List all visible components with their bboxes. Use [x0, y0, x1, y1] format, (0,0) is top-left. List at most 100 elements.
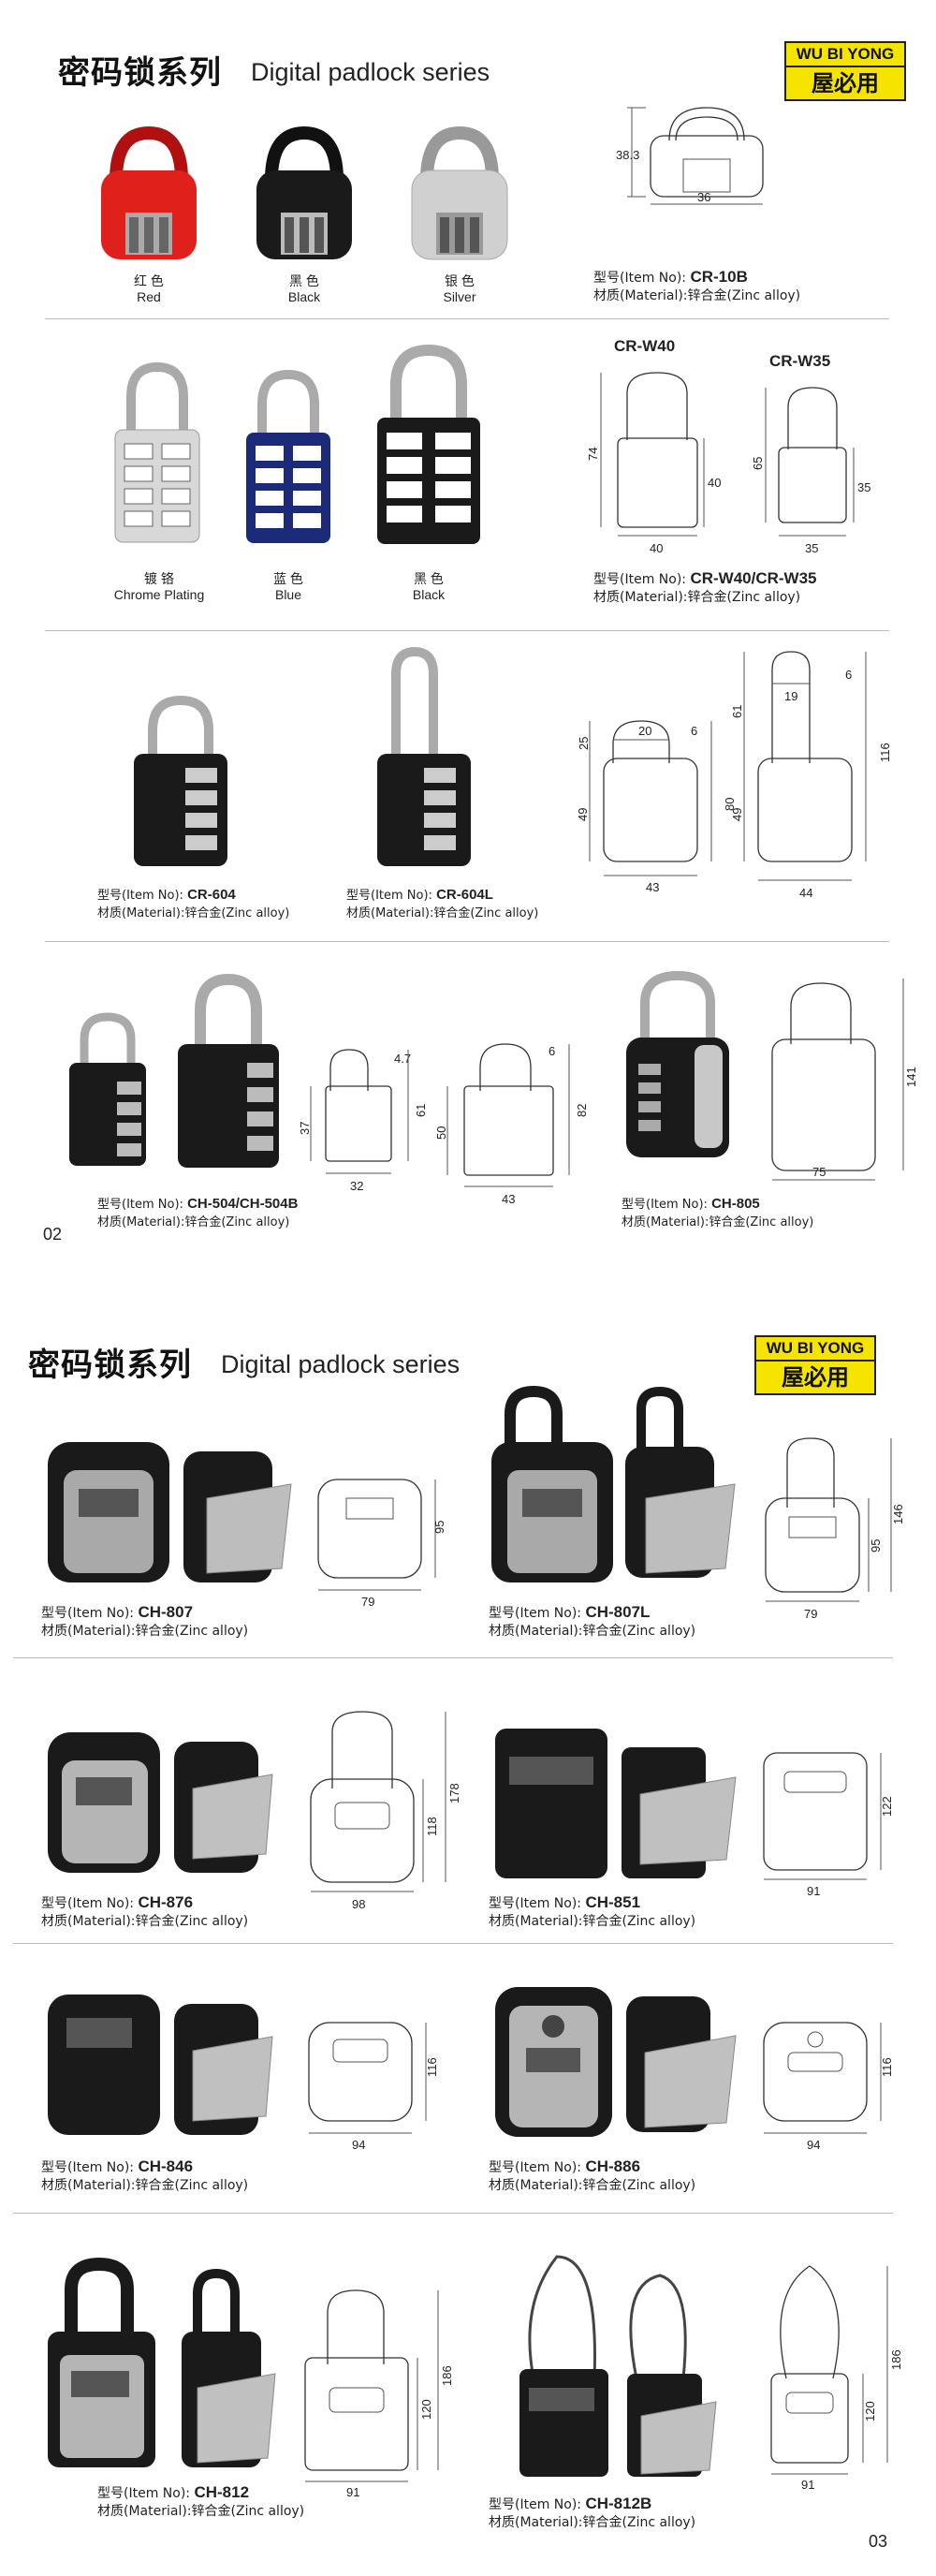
ch846-dimension-drawing: 116 94 — [308, 2022, 439, 2152]
cr10b-info: 型号(Item No): CR-10B 材质(Material):锌合金(Zin… — [593, 268, 801, 303]
section-divider — [45, 941, 889, 942]
svg-text:98: 98 — [352, 1897, 365, 1911]
svg-text:20: 20 — [638, 724, 651, 738]
ch504b-padlock-image — [178, 973, 279, 1168]
svg-text:50: 50 — [434, 1126, 448, 1140]
svg-text:116: 116 — [878, 743, 892, 762]
svg-text:32: 32 — [350, 1179, 363, 1193]
ch851-info: 型号(Item No): CH-851 材质(Material):锌合金(Zin… — [489, 1893, 696, 1929]
ch851-dimension-drawing: 122 91 — [763, 1752, 894, 1898]
svg-text:116: 116 — [425, 2057, 439, 2077]
svg-text:38.3: 38.3 — [616, 148, 639, 162]
crw-dimension-drawing: 74 40 40 65 35 35 — [586, 372, 870, 555]
svg-text:80: 80 — [723, 798, 737, 811]
crw-info: 型号(Item No): CR-W40/CR-W35 材质(Material):… — [593, 569, 817, 605]
svg-text:6: 6 — [691, 724, 697, 738]
section-divider — [45, 318, 889, 319]
ch846-keybox-image — [48, 1995, 273, 2135]
svg-text:49: 49 — [730, 808, 744, 821]
svg-text:4.7: 4.7 — [394, 1052, 411, 1066]
ch876-info: 型号(Item No): CH-876 材质(Material):锌合金(Zin… — [41, 1893, 249, 1929]
ch812b-dimension-drawing: 120 186 91 — [770, 2265, 903, 2492]
brand-logo: WU BI YONG 屋必用 — [784, 41, 906, 101]
svg-text:91: 91 — [801, 2478, 814, 2492]
ch812b-info: 型号(Item No): CH-812B 材质(Material):锌合金(Zi… — [489, 2495, 696, 2530]
ch812b-keybox-image — [519, 2255, 717, 2477]
ch807-info: 型号(Item No): CH-807 材质(Material):锌合金(Zin… — [41, 1603, 249, 1639]
ch812-keybox-image — [48, 2257, 276, 2467]
page2-title-cn: 密码锁系列 — [28, 1347, 192, 1384]
ch886-info: 型号(Item No): CH-886 材质(Material):锌合金(Zin… — [489, 2157, 696, 2193]
cr604-info: 型号(Item No): CR-604 材质(Material):锌合金(Zin… — [97, 887, 290, 920]
ch876-keybox-image — [48, 1732, 273, 1873]
chrome-digit-padlock-image — [114, 361, 200, 543]
cr604l-info: 型号(Item No): CR-604L 材质(Material):锌合金(Zi… — [346, 887, 539, 920]
svg-text:6: 6 — [845, 668, 852, 682]
svg-text:49: 49 — [576, 808, 590, 821]
brand-logo-2: WU BI YONG 屋必用 — [754, 1335, 876, 1395]
svg-text:61: 61 — [730, 705, 744, 718]
svg-text:65: 65 — [751, 457, 765, 470]
svg-text:186: 186 — [440, 2365, 454, 2386]
svg-text:35: 35 — [805, 541, 818, 555]
svg-text:40: 40 — [650, 541, 663, 555]
cr604l-padlock-image — [377, 646, 471, 866]
ch504-dimension-drawing: 4.7 37 61 32 6 50 82 43 — [298, 1043, 589, 1206]
svg-text:37: 37 — [298, 1122, 312, 1135]
ch807l-keybox-image — [491, 1385, 736, 1582]
model-label-crw35: CR-W35 — [769, 352, 831, 370]
ch851-keybox-image — [495, 1729, 737, 1878]
svg-text:75: 75 — [812, 1165, 826, 1179]
model-label-crw40: CR-W40 — [614, 337, 676, 355]
svg-text:120: 120 — [863, 2401, 877, 2421]
ch846-info: 型号(Item No): CH-846 材质(Material):锌合金(Zin… — [41, 2157, 249, 2193]
svg-text:35: 35 — [857, 480, 870, 494]
svg-text:120: 120 — [419, 2399, 433, 2420]
ch807-dimension-drawing: 95 79 — [317, 1479, 446, 1609]
svg-text:79: 79 — [361, 1595, 374, 1609]
svg-text:146: 146 — [891, 1504, 905, 1524]
ch807-keybox-image — [48, 1442, 292, 1582]
svg-text:44: 44 — [799, 886, 812, 900]
section-divider — [13, 1657, 893, 1658]
ch886-keybox-image — [495, 1987, 737, 2137]
ch812-info: 型号(Item No): CH-812 材质(Material):锌合金(Zin… — [97, 2483, 305, 2519]
page-number-1: 02 — [43, 1225, 63, 1244]
svg-text:95: 95 — [432, 1521, 446, 1534]
svg-text:122: 122 — [880, 1796, 894, 1817]
svg-text:36: 36 — [697, 190, 710, 204]
svg-text:116: 116 — [880, 2057, 894, 2077]
page1-title-en: Digital padlock series — [251, 58, 490, 86]
ch876-dimension-drawing: 118 178 98 — [310, 1711, 461, 1911]
blue-digit-padlock-image — [246, 369, 330, 543]
page2-title-en: Digital padlock series — [221, 1350, 461, 1378]
svg-text:74: 74 — [586, 448, 600, 461]
ch504-info: 型号(Item No): CH-504/CH-504B 材质(Material)… — [97, 1196, 299, 1229]
silver-padlock-image — [411, 125, 508, 260]
ch805-info: 型号(Item No): CH-805 材质(Material):锌合金(Zin… — [622, 1196, 814, 1229]
svg-text:95: 95 — [869, 1539, 883, 1553]
svg-text:79: 79 — [804, 1607, 817, 1621]
svg-text:141: 141 — [904, 1067, 918, 1087]
svg-text:61: 61 — [414, 1104, 428, 1117]
svg-text:6: 6 — [548, 1044, 555, 1058]
ch805-dimension-drawing: 141 75 — [771, 979, 918, 1181]
cr10b-dimension-drawing: 38.3 36 — [616, 107, 764, 205]
section-divider — [13, 2213, 893, 2214]
svg-text:43: 43 — [502, 1192, 515, 1206]
black-digit-padlock-image — [377, 344, 480, 544]
red-padlock-image — [101, 125, 197, 259]
section-divider — [13, 1943, 893, 1944]
cr604-padlock-image — [134, 695, 227, 866]
svg-text:94: 94 — [807, 2138, 820, 2152]
svg-text:94: 94 — [352, 2138, 365, 2152]
svg-text:43: 43 — [646, 880, 659, 894]
ch807l-dimension-drawing: 95 146 79 — [765, 1437, 905, 1621]
svg-text:91: 91 — [346, 2485, 359, 2499]
ch812-dimension-drawing: 120 186 91 — [304, 2289, 454, 2499]
page-number-2: 03 — [869, 2532, 888, 2551]
svg-text:178: 178 — [447, 1783, 461, 1803]
